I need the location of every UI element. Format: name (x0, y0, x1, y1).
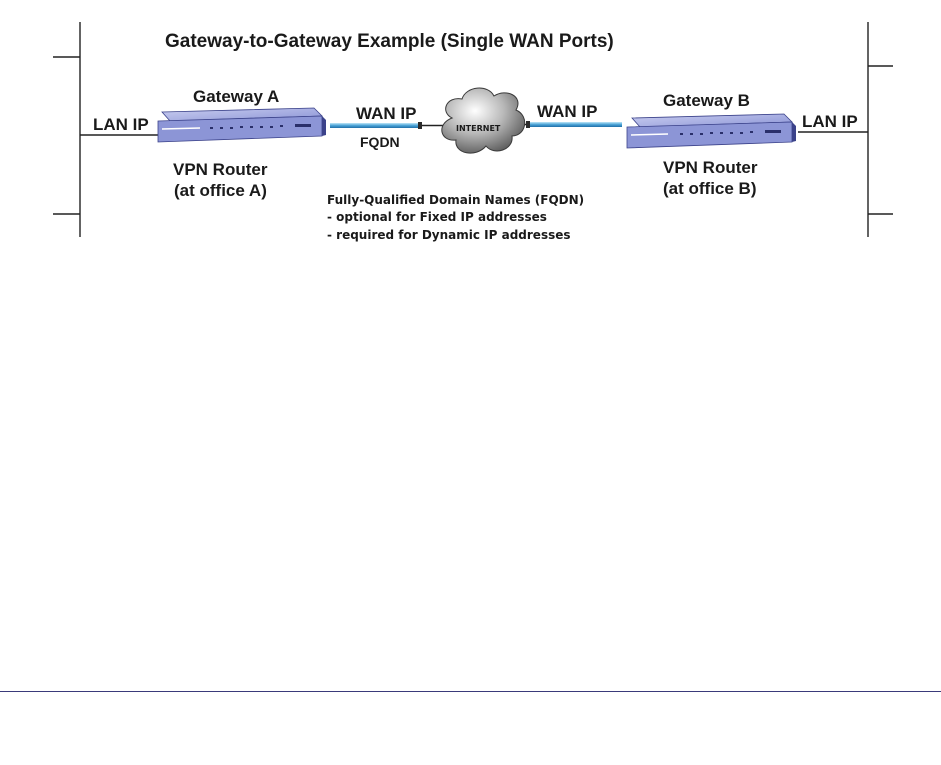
fqdn-note-line2: - required for Dynamic IP addresses (327, 228, 571, 242)
router-a-caption-line2: (at office A) (174, 181, 267, 200)
gateway-b-label: Gateway B (663, 91, 750, 110)
router-a-icon (157, 107, 326, 143)
router-b-caption-line1: VPN Router (663, 158, 758, 177)
right-lan-ip-label: LAN IP (802, 112, 858, 131)
gateway-a-label: Gateway A (193, 87, 279, 106)
diagram-title: Gateway-to-Gateway Example (Single WAN P… (165, 31, 614, 52)
router-b-icon (626, 113, 796, 149)
internet-cloud-label: INTERNET (456, 124, 501, 133)
wan-ip-label-a: WAN IP (356, 104, 416, 123)
wan-link-a (330, 122, 446, 129)
left-lan-bus (53, 22, 158, 237)
router-a-caption-line1: VPN Router (173, 160, 268, 179)
router-b-caption-line2: (at office B) (663, 179, 757, 198)
fqdn-note-line1: - optional for Fixed IP addresses (327, 210, 547, 224)
internet-cloud-icon: INTERNET (441, 87, 526, 154)
right-lan-bus (798, 22, 893, 237)
left-lan-ip-label: LAN IP (93, 115, 149, 134)
footer-rule (0, 691, 941, 692)
fqdn-label: FQDN (360, 134, 400, 150)
fqdn-note-heading: Fully-Qualified Domain Names (FQDN) (327, 193, 584, 207)
wan-ip-label-b: WAN IP (537, 102, 597, 121)
wan-link-b (510, 121, 622, 128)
